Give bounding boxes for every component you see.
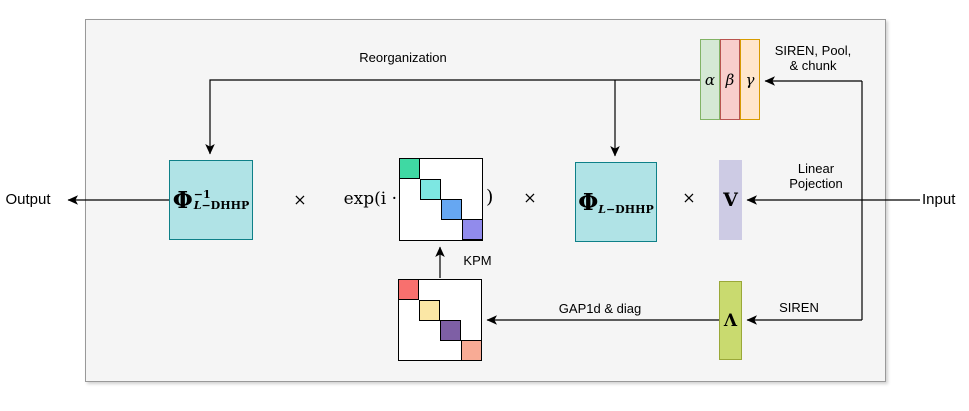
gamma-symbol: γ	[745, 70, 755, 89]
diag-block-purple	[462, 219, 483, 240]
phi-box: Φ L−DHHP	[575, 162, 657, 242]
times-sign-3: ×	[682, 188, 696, 207]
phi-inverse-exponent: −1	[193, 188, 211, 201]
phi-symbol: Φ	[172, 186, 193, 214]
siren-pool-line1: SIREN, Pool,	[774, 43, 852, 58]
kpm-diagonal-matrix	[398, 279, 482, 361]
phi-subscript: L−DHHP	[598, 203, 654, 216]
phi-inverse-scripts: −1 L−DHHP	[194, 189, 250, 211]
phi-symbol: Φ	[578, 188, 599, 216]
lambda-symbol: Λ	[723, 310, 738, 331]
exp-open-text: exp(i ·	[343, 189, 397, 209]
times-sign-2: ×	[523, 188, 537, 207]
v-symbol: V	[723, 189, 738, 211]
diag-block-red	[398, 279, 419, 300]
diag-block-darkpurple	[440, 320, 461, 341]
beta-symbol: β	[725, 70, 735, 89]
diag-block-cyan	[420, 179, 441, 200]
siren-pool-line2: & chunk	[789, 58, 837, 73]
reorganization-label: Reorganization	[359, 50, 447, 65]
diag-block-green	[399, 158, 420, 179]
siren-label: SIREN	[779, 300, 819, 315]
siren-pool-chunk-label: SIREN, Pool, & chunk	[753, 43, 873, 73]
diag-block-blue	[441, 199, 462, 220]
input-label: Input	[922, 191, 956, 208]
alpha-symbol: α	[704, 70, 716, 89]
v-projection-bar: V	[719, 160, 742, 240]
phi-inverse-subscript: L−DHHP	[194, 200, 250, 211]
linear-line1: Linear	[797, 161, 835, 176]
linear-projection-label: Linear Pojection	[756, 161, 876, 191]
subscript-dhhp: −DHHP	[201, 199, 250, 212]
diag-block-salmon	[461, 340, 482, 361]
lambda-bar: Λ	[719, 281, 742, 360]
subscript-l: L	[598, 202, 606, 216]
subscript-l: L	[193, 199, 202, 212]
exp-diagonal-matrix	[399, 158, 483, 241]
beta-bar: β	[720, 39, 740, 120]
times-sign-1: ×	[293, 190, 307, 209]
output-label: Output	[5, 191, 51, 208]
diag-block-yellow	[419, 300, 440, 321]
gap1d-diag-label: GAP1d & diag	[558, 301, 642, 316]
exp-close-paren: )	[486, 186, 494, 208]
gamma-bar: γ	[740, 39, 760, 120]
kpm-label: KPM	[463, 253, 492, 268]
phi-inverse-box: Φ −1 L−DHHP	[169, 160, 253, 240]
linear-line2: Pojection	[789, 176, 843, 191]
alpha-bar: α	[700, 39, 720, 120]
subscript-dhhp: −DHHP	[605, 202, 654, 216]
